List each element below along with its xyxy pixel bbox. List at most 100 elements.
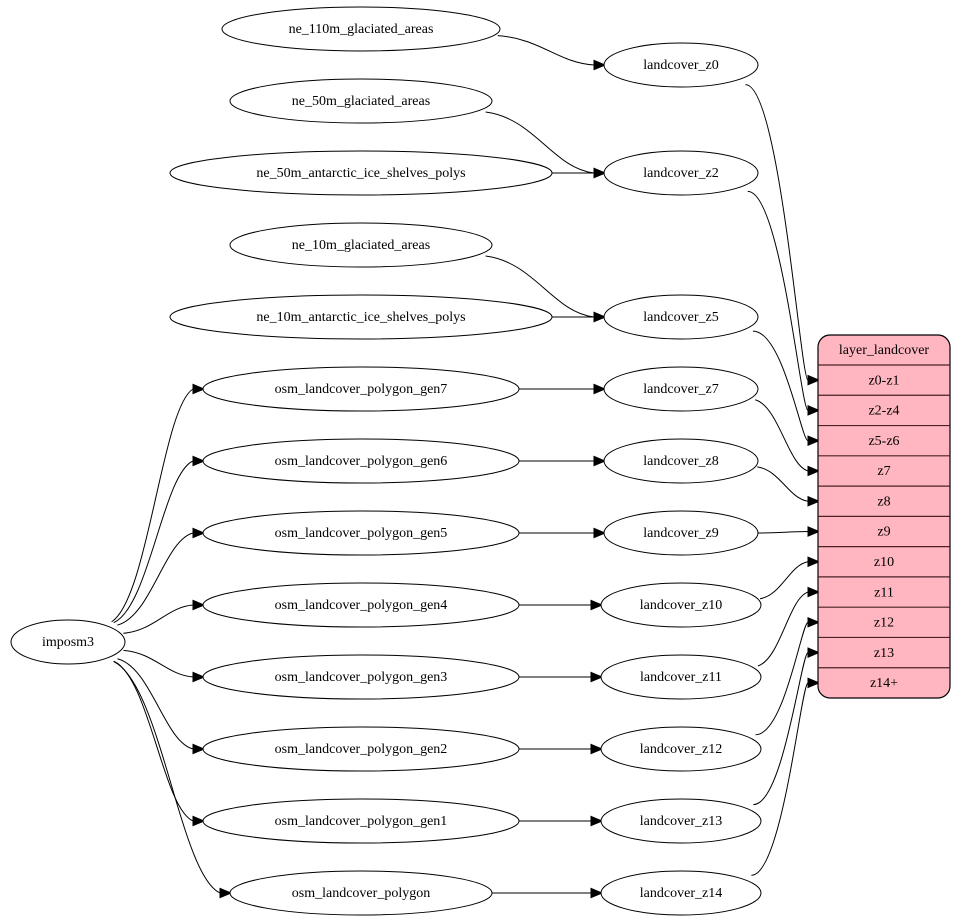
table-row[interactable]: z5-z6 bbox=[818, 424, 950, 449]
table-row[interactable]: z12 bbox=[818, 606, 950, 631]
node-label: ne_10m_glaciated_areas bbox=[292, 238, 430, 253]
table-row[interactable]: z2-z4 bbox=[818, 394, 950, 419]
node-osm_landcover_polygon_gen5[interactable]: osm_landcover_polygon_gen5 bbox=[202, 510, 520, 556]
node-landcover_z12[interactable]: landcover_z12 bbox=[600, 726, 762, 772]
edge-imposm3-to-osm_landcover_polygon_gen4 bbox=[123, 599, 206, 634]
node-osm_landcover_polygon_gen4[interactable]: osm_landcover_polygon_gen4 bbox=[202, 582, 520, 628]
edge-line bbox=[757, 466, 809, 502]
table-row[interactable]: z14+ bbox=[818, 667, 950, 691]
table-header-label: layer_landcover bbox=[839, 343, 930, 358]
table-row-label: z5-z6 bbox=[868, 434, 899, 449]
node-ne_10m_antarctic_ice_shelves_polys[interactable]: ne_10m_antarctic_ice_shelves_polys bbox=[169, 294, 553, 340]
node-landcover_z5[interactable]: landcover_z5 bbox=[603, 294, 759, 340]
node-label: landcover_z8 bbox=[643, 454, 718, 469]
table-group[interactable]: layer_landcover z0-z1 z2-z4 z5-z6 z7 z8 z9 z10 z… bbox=[817, 334, 951, 699]
table-row-label: z0-z1 bbox=[868, 373, 899, 388]
table-row[interactable]: z13 bbox=[818, 636, 950, 661]
node-ellipse bbox=[229, 222, 493, 268]
edge-line bbox=[113, 660, 221, 894]
edge-arrowhead bbox=[219, 887, 233, 899]
edge-imposm3-to-osm_landcover_polygon_gen3 bbox=[123, 649, 206, 683]
node-ellipse bbox=[603, 438, 759, 484]
edge-arrowhead bbox=[807, 435, 821, 447]
edge-arrowhead bbox=[593, 527, 607, 539]
node-ne_50m_glaciated_areas[interactable]: ne_50m_glaciated_areas bbox=[229, 78, 493, 124]
edge-line bbox=[759, 561, 809, 600]
node-label: imposm3 bbox=[42, 635, 94, 650]
node-ellipse bbox=[202, 366, 520, 412]
node-ellipse bbox=[603, 150, 759, 196]
edge-arrowhead bbox=[807, 374, 821, 386]
edge-osm_landcover_polygon_gen3-to-landcover_z11 bbox=[519, 671, 604, 683]
node-landcover_z2[interactable]: landcover_z2 bbox=[603, 150, 759, 196]
table-row-label: z11 bbox=[874, 585, 894, 600]
node-ne_110m_glaciated_areas[interactable]: ne_110m_glaciated_areas bbox=[221, 6, 501, 52]
edge-osm_landcover_polygon_gen7-to-landcover_z7 bbox=[519, 383, 607, 395]
node-osm_landcover_polygon_gen6[interactable]: osm_landcover_polygon_gen6 bbox=[202, 438, 520, 484]
node-label: landcover_z0 bbox=[643, 58, 718, 73]
node-landcover_z0[interactable]: landcover_z0 bbox=[603, 42, 759, 88]
node-osm_landcover_polygon[interactable]: osm_landcover_polygon bbox=[229, 870, 493, 916]
edge-osm_landcover_polygon-to-landcover_z14 bbox=[491, 887, 604, 899]
node-label: landcover_z11 bbox=[640, 670, 722, 685]
node-ellipse bbox=[600, 654, 762, 700]
edge-ne_110m_glaciated_areas-to-landcover_z0 bbox=[497, 35, 607, 71]
edge-arrowhead bbox=[192, 383, 206, 395]
node-label: osm_landcover_polygon_gen5 bbox=[275, 526, 448, 541]
table-row[interactable]: z8 bbox=[818, 485, 950, 509]
node-label: osm_landcover_polygon bbox=[292, 886, 430, 901]
node-landcover_z7[interactable]: landcover_z7 bbox=[603, 366, 759, 412]
node-landcover_z9[interactable]: landcover_z9 bbox=[603, 510, 759, 556]
edge-arrowhead bbox=[590, 815, 604, 827]
edge-osm_landcover_polygon_gen4-to-landcover_z10 bbox=[519, 599, 604, 611]
node-landcover_z8[interactable]: landcover_z8 bbox=[603, 438, 759, 484]
node-landcover_z14[interactable]: landcover_z14 bbox=[600, 870, 762, 916]
layer-landcover-table: layer_landcover z0-z1 z2-z4 z5-z6 z7 z8 z9 z10 z… bbox=[817, 334, 951, 699]
edge-arrowhead bbox=[590, 887, 604, 899]
node-ellipse bbox=[202, 438, 520, 484]
table-row[interactable]: z0-z1 bbox=[818, 364, 950, 388]
table-row-label: z2-z4 bbox=[868, 404, 899, 419]
edges-layer bbox=[111, 35, 821, 899]
edge-arrowhead bbox=[192, 671, 206, 683]
table-row[interactable]: z9 bbox=[818, 515, 950, 540]
node-ne_50m_antarctic_ice_shelves_polys[interactable]: ne_50m_antarctic_ice_shelves_polys bbox=[169, 150, 553, 196]
table-row[interactable]: z7 bbox=[818, 455, 950, 479]
edge-osm_landcover_polygon_gen1-to-landcover_z13 bbox=[519, 815, 604, 827]
edge-imposm3-to-osm_landcover_polygon_gen2 bbox=[117, 658, 206, 755]
edge-line bbox=[751, 682, 809, 876]
node-ne_10m_glaciated_areas[interactable]: ne_10m_glaciated_areas bbox=[229, 222, 493, 268]
edge-arrowhead bbox=[590, 671, 604, 683]
table-row-label: z14+ bbox=[870, 676, 898, 691]
node-ellipse bbox=[603, 42, 759, 88]
edge-landcover_z7-to-table-row-3 bbox=[755, 399, 821, 477]
node-label: landcover_z5 bbox=[643, 310, 718, 325]
node-landcover_z10[interactable]: landcover_z10 bbox=[600, 582, 762, 628]
node-landcover_z13[interactable]: landcover_z13 bbox=[600, 798, 762, 844]
edge-arrowhead bbox=[593, 311, 607, 323]
edge-arrowhead bbox=[593, 383, 607, 395]
table-row[interactable]: z10 bbox=[818, 546, 950, 570]
node-ellipse bbox=[600, 798, 762, 844]
table-row[interactable]: z11 bbox=[818, 576, 950, 600]
table-row-label: z8 bbox=[877, 494, 890, 509]
node-osm_landcover_polygon_gen1[interactable]: osm_landcover_polygon_gen1 bbox=[202, 798, 520, 844]
node-ellipse bbox=[202, 510, 520, 556]
table-row-label: z10 bbox=[874, 555, 894, 570]
node-label: landcover_z13 bbox=[640, 814, 722, 829]
node-imposm3[interactable]: imposm3 bbox=[10, 619, 126, 665]
edge-arrowhead bbox=[807, 526, 821, 537]
node-osm_landcover_polygon_gen3[interactable]: osm_landcover_polygon_gen3 bbox=[202, 654, 520, 700]
node-label: osm_landcover_polygon_gen2 bbox=[275, 742, 448, 757]
node-ellipse bbox=[603, 294, 759, 340]
edge-arrowhead bbox=[807, 677, 821, 689]
edge-landcover_z9-to-table-row-5 bbox=[757, 526, 821, 537]
node-landcover_z11[interactable]: landcover_z11 bbox=[600, 654, 762, 700]
node-label: landcover_z10 bbox=[640, 598, 722, 613]
node-osm_landcover_polygon_gen2[interactable]: osm_landcover_polygon_gen2 bbox=[202, 726, 520, 772]
edge-landcover_z0-to-table-row-0 bbox=[745, 84, 821, 386]
node-osm_landcover_polygon_gen7[interactable]: osm_landcover_polygon_gen7 bbox=[202, 366, 520, 412]
node-ellipse bbox=[10, 619, 126, 665]
edge-line bbox=[497, 35, 595, 66]
edge-arrowhead bbox=[807, 495, 821, 507]
